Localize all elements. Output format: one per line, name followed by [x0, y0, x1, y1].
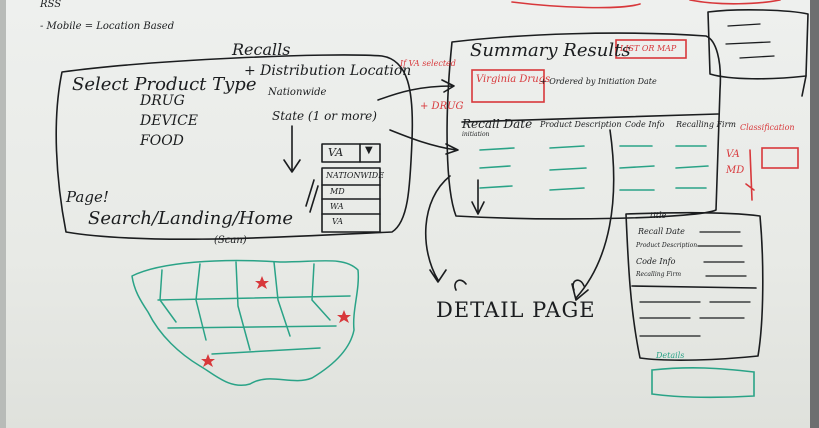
board-frame-right: [810, 0, 819, 428]
page-title: Search/Landing/Home: [88, 208, 294, 229]
detail-field-recall-date: Recall Date: [638, 227, 685, 236]
va-selected-note: If VA selected: [400, 59, 456, 68]
sticky-note-box: [707, 9, 809, 80]
detail-field-product-description: Product Description: [636, 242, 698, 249]
initiation-note: initiation: [462, 131, 490, 138]
state-option-va: VA: [332, 217, 344, 226]
landing-box: [55, 54, 414, 241]
virginia-drugs-box: [471, 69, 545, 103]
plus-drug-note: + DRUG: [420, 101, 464, 112]
us-map-sketch: [131, 259, 360, 387]
details-label: Details: [656, 351, 685, 360]
map-star-markers: [201, 276, 351, 367]
column-product-description: Product Description: [540, 120, 622, 129]
state-dropdown-box: [321, 143, 381, 163]
product-type-drug: DRUG: [140, 93, 185, 109]
detail-page-title: DETAIL PAGE: [436, 298, 596, 322]
state-dropdown-value: VA: [328, 146, 344, 159]
recalls-label: Recalls: [232, 40, 291, 59]
classification-box: [761, 147, 799, 169]
product-type-food: FOOD: [140, 133, 184, 149]
map-caption: (Scan): [214, 235, 247, 246]
board-frame-left: [0, 0, 6, 428]
summary-results-title: Summary Results: [470, 40, 631, 61]
column-classification: Classification: [740, 123, 795, 132]
state-md-note: MD: [726, 165, 745, 176]
detail-card-title: title: [650, 211, 667, 220]
state-option-nationwide: NATIONWIDE: [326, 171, 385, 180]
distribution-location-label: + Distribution Location: [244, 63, 412, 79]
rss-note: RSS: [40, 0, 62, 10]
ordered-by-note: + Ordered by Initiation Date: [540, 77, 657, 86]
state-options-box: [321, 167, 381, 233]
page-label: Page!: [66, 188, 109, 206]
detail-field-code-info: Code Info: [636, 257, 676, 266]
column-recalling-firm: Recalling Firm: [676, 120, 737, 129]
detail-card-box: [625, 211, 764, 361]
card-placeholder-lines: [639, 23, 775, 337]
column-code-info: Code Info: [625, 120, 665, 129]
virginia-drugs-label: Virginia Drugs: [476, 74, 551, 85]
state-va-note: VA: [726, 149, 740, 160]
state-label: State (1 or more): [272, 109, 377, 123]
column-recall-date: Recall Date: [462, 117, 533, 131]
state-option-wa: WA: [330, 202, 344, 211]
nationwide-label: Nationwide: [268, 87, 327, 98]
product-type-device: DEVICE: [140, 113, 199, 129]
list-or-map-label: LIST OR MAP: [620, 44, 677, 53]
summary-placeholder-rows: [479, 145, 755, 399]
list-or-map-box: [615, 39, 687, 59]
chevron-down-icon: ▼: [365, 145, 373, 156]
state-option-md: MD: [330, 187, 345, 196]
mobile-note: - Mobile = Location Based: [40, 21, 175, 32]
detail-field-recalling-firm: Recalling Firm: [636, 271, 682, 278]
select-product-type-label: Select Product Type: [72, 74, 257, 95]
